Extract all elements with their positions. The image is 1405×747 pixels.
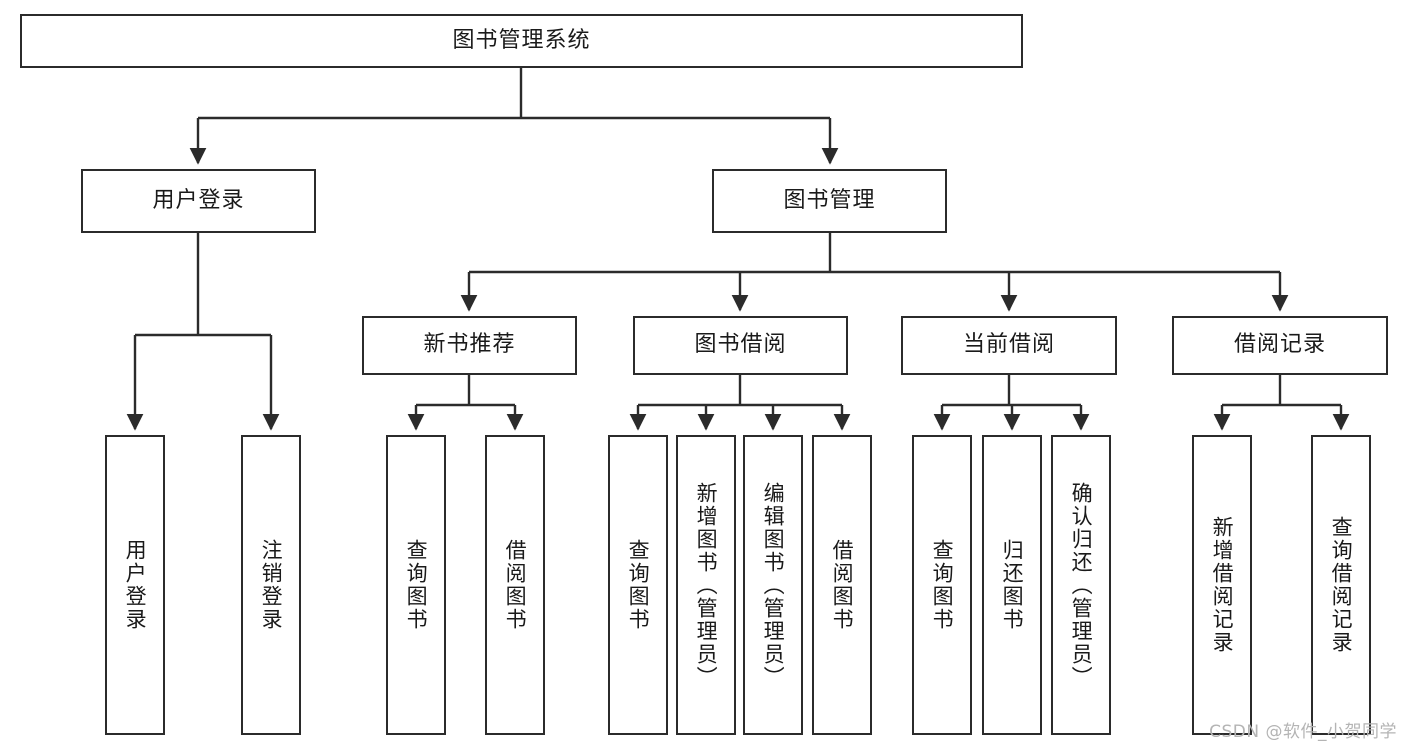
leaf-user-login[interactable]: 用户登录 xyxy=(105,435,165,735)
leaf-query-book-borrow[interactable]: 查询图书 xyxy=(608,435,668,735)
leaf-query-borrow-record[interactable]: 查询借阅记录 xyxy=(1311,435,1371,735)
node-root[interactable]: 图书管理系统 xyxy=(20,14,1023,68)
leaf-query-book-newbook[interactable]: 查询图书 xyxy=(386,435,446,735)
leaf-add-book-admin[interactable]: 新增图书（管理员） xyxy=(676,435,736,735)
node-book-manage[interactable]: 图书管理 xyxy=(712,169,947,233)
leaf-edit-book-admin[interactable]: 编辑图书（管理员） xyxy=(743,435,803,735)
leaf-borrow-book-newbook[interactable]: 借阅图书 xyxy=(485,435,545,735)
leaf-add-borrow-record[interactable]: 新增借阅记录 xyxy=(1192,435,1252,735)
leaf-borrow-book[interactable]: 借阅图书 xyxy=(812,435,872,735)
leaf-confirm-return-admin[interactable]: 确认归还（管理员） xyxy=(1051,435,1111,735)
node-new-book-recommend[interactable]: 新书推荐 xyxy=(362,316,577,375)
node-borrow-record[interactable]: 借阅记录 xyxy=(1172,316,1388,375)
node-user-login[interactable]: 用户登录 xyxy=(81,169,316,233)
leaf-logout[interactable]: 注销登录 xyxy=(241,435,301,735)
leaf-query-book-current[interactable]: 查询图书 xyxy=(912,435,972,735)
node-current-borrow[interactable]: 当前借阅 xyxy=(901,316,1117,375)
node-book-borrow[interactable]: 图书借阅 xyxy=(633,316,848,375)
leaf-return-book[interactable]: 归还图书 xyxy=(982,435,1042,735)
csdn-watermark: CSDN @软件_小贺同学 xyxy=(1209,722,1397,742)
